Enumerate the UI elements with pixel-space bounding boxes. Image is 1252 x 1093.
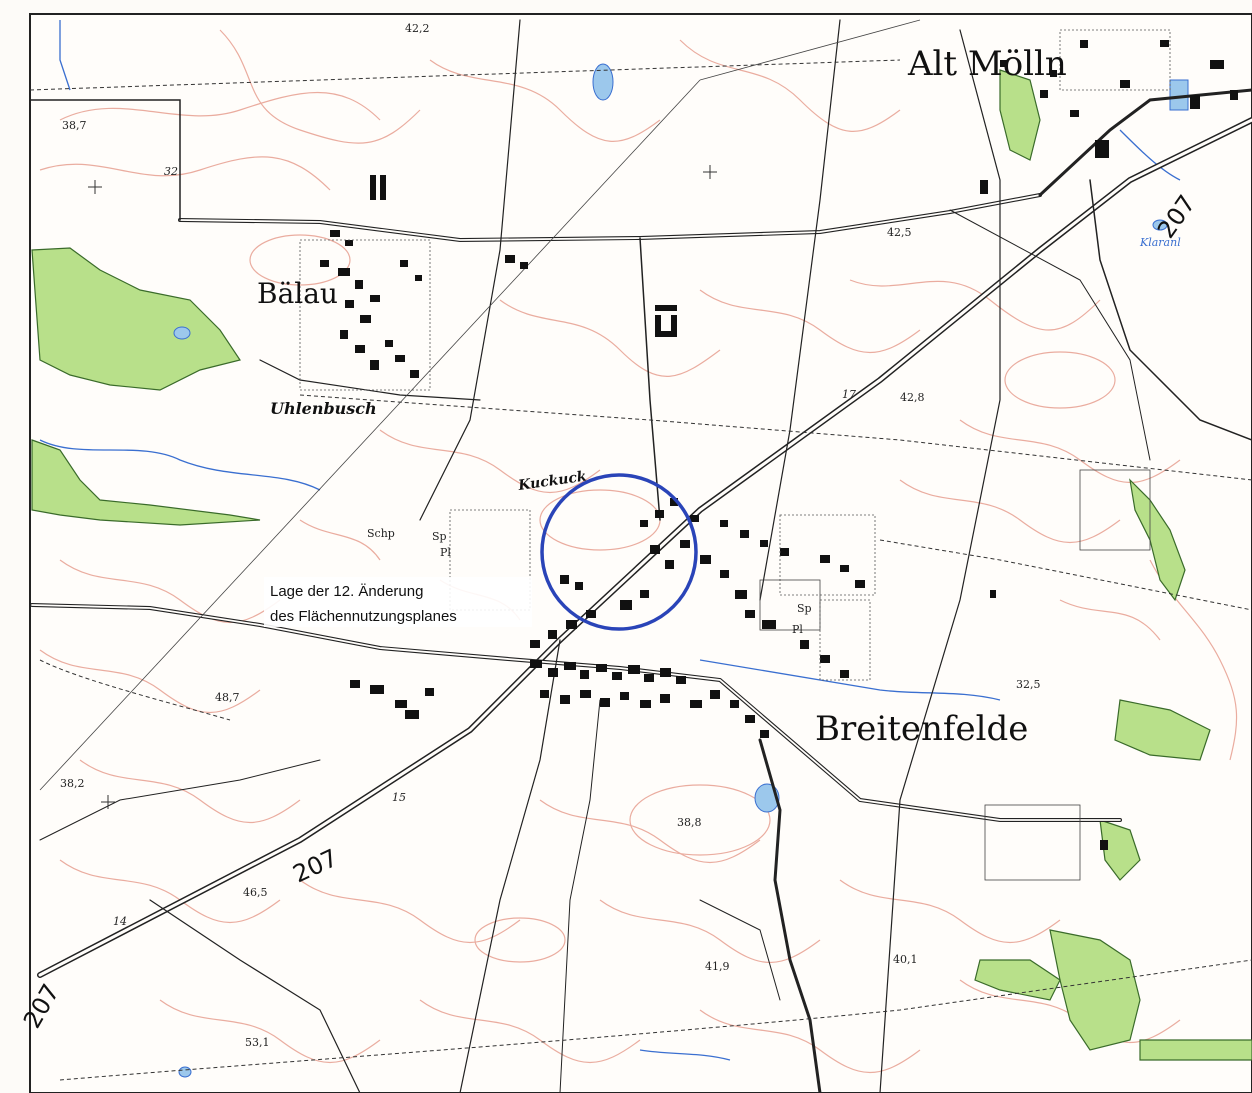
elevation-label: 53,1 bbox=[245, 1036, 270, 1049]
roads bbox=[29, 19, 1252, 1093]
symbol-sp: Sp bbox=[797, 602, 812, 615]
elevation-label: 42,8 bbox=[900, 391, 925, 404]
place-alt-moelln: Alt Mölln bbox=[907, 44, 1067, 84]
forest-areas bbox=[31, 69, 1252, 1061]
amendment-location-circle bbox=[540, 473, 698, 631]
place-breitenfelde: Breitenfelde bbox=[815, 709, 1028, 749]
elevation-label: 41,9 bbox=[705, 960, 730, 973]
dashed-lines bbox=[29, 59, 1252, 1081]
elevation-label: 46,5 bbox=[243, 886, 268, 899]
power-line-2 bbox=[699, 19, 921, 81]
elevation-label: 42,2 bbox=[405, 22, 430, 35]
elevation-label: 38,2 bbox=[60, 777, 85, 790]
road-km-label: 17 bbox=[842, 388, 856, 401]
elevation-label: 42,5 bbox=[887, 226, 912, 239]
symbol-sp: Sp bbox=[432, 530, 447, 543]
label-klaranl: Klaranl bbox=[1139, 236, 1181, 249]
field-outlines bbox=[759, 469, 1151, 881]
symbol-schp: Schp bbox=[367, 527, 395, 540]
settlement-texture bbox=[299, 29, 1171, 681]
elevation-label: 38,8 bbox=[677, 816, 702, 829]
elevation-label: 40,1 bbox=[893, 953, 918, 966]
power-line bbox=[39, 79, 701, 791]
road-km-label: 15 bbox=[392, 791, 406, 804]
elevation-label: 32,5 bbox=[1016, 678, 1041, 691]
elevation-label: 38,7 bbox=[62, 119, 87, 132]
callout-box bbox=[264, 577, 532, 627]
symbol-pl: Pl bbox=[792, 623, 803, 636]
symbol-pl: Pl bbox=[440, 546, 451, 559]
elevation-label: 48,7 bbox=[215, 691, 240, 704]
place-uhlenbusch: Uhlenbusch bbox=[270, 399, 377, 418]
streams bbox=[39, 20, 1181, 1061]
callout-line-1: Lage der 12. Änderung bbox=[270, 583, 423, 600]
road-km-label: 32 bbox=[164, 165, 178, 178]
water-bodies bbox=[173, 63, 1189, 1078]
road-km-label: 14 bbox=[113, 915, 127, 928]
buildings bbox=[320, 40, 1238, 850]
place-baelau: Bälau bbox=[257, 277, 338, 310]
grid-cross-marks bbox=[88, 165, 717, 809]
callout-line-2: des Flächennutzungsplanes bbox=[270, 608, 457, 625]
